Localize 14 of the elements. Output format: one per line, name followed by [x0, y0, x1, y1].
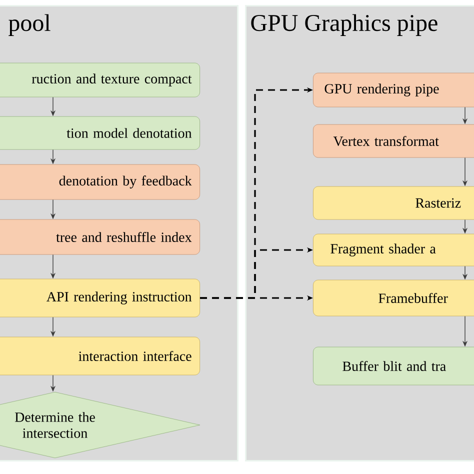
- process-box: Vertex transformat: [313, 124, 474, 158]
- process-box: Framebuffer: [313, 280, 474, 316]
- process-box: interaction interface: [0, 336, 200, 376]
- process-box: denotation by feedback: [0, 164, 200, 200]
- process-box: Fragment shader a: [313, 234, 474, 266]
- process-box: Buffer blit and tra: [313, 346, 474, 386]
- process-box: ruction and texture compact: [0, 62, 200, 98]
- process-box: API rendering instruction: [0, 278, 200, 318]
- process-box: Rasteriz: [313, 186, 474, 220]
- process-box: tree and reshuffle index: [0, 219, 200, 255]
- panel-title: pool: [8, 14, 50, 36]
- panel-title: GPU Graphics pipe: [251, 14, 438, 36]
- process-box: GPU rendering pipe: [313, 72, 474, 108]
- process-box: tion model denotation: [0, 116, 200, 150]
